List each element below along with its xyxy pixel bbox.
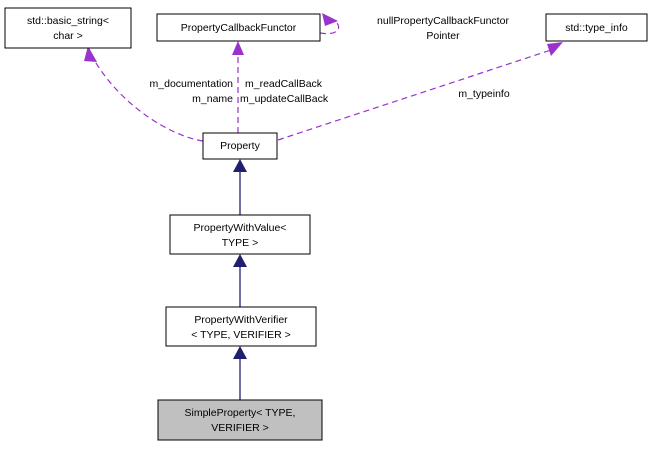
usage-arrowhead [232, 41, 244, 55]
inheritance-arrowhead [233, 346, 247, 359]
class-box[interactable] [169, 214, 311, 255]
class-label-line1: SimpleProperty< TYPE, [185, 407, 296, 419]
class-box[interactable] [545, 13, 648, 42]
class-label-line1: PropertyWithVerifier [194, 314, 288, 326]
class-box[interactable] [165, 306, 317, 347]
class-box[interactable] [156, 13, 321, 42]
usage-edge-line [277, 49, 552, 141]
class-label-line1: std::basic_string< [27, 15, 109, 27]
edge-property-to-callback-functor [232, 41, 244, 133]
class-node-property-with-verifier[interactable]: PropertyWithVerifier < TYPE, VERIFIER > [165, 306, 317, 347]
class-node-property-callback-functor[interactable]: PropertyCallbackFunctor [156, 13, 321, 42]
usage-edge-line [319, 21, 340, 35]
edge-property-to-basic-string [84, 46, 204, 142]
edge-inherit-simpleproperty-propertywithverifier [233, 346, 247, 400]
edge-label-m-readcallback: m_readCallBack [245, 78, 323, 90]
class-label-line2: char > [53, 30, 82, 42]
class-node-property-with-value[interactable]: PropertyWithValue< TYPE > [169, 214, 311, 255]
class-node-simple-property[interactable]: SimpleProperty< TYPE, VERIFIER > [157, 399, 323, 441]
inheritance-arrowhead [233, 159, 247, 172]
usage-arrowhead [84, 46, 97, 62]
edge-label-m-name: m_name [192, 93, 233, 105]
edge-label-m-documentation: m_documentation [150, 78, 234, 90]
class-label-line2: VERIFIER > [211, 422, 268, 434]
class-node-type-info[interactable]: std::type_info [545, 13, 648, 42]
usage-edge-line [92, 57, 204, 142]
class-node-basic-string[interactable]: std::basic_string< char > [4, 7, 132, 49]
edge-inherit-propertywithverifier-propertywithvalue [233, 254, 247, 307]
class-label-line2: < TYPE, VERIFIER > [191, 329, 291, 341]
edge-label-nullpointer-line1: nullPropertyCallbackFunctor [377, 15, 509, 27]
class-box[interactable] [4, 7, 132, 49]
usage-arrowhead [322, 13, 338, 26]
edge-property-to-type-info [277, 42, 563, 141]
edge-callback-functor-self-loop [319, 13, 340, 35]
class-box[interactable] [202, 132, 278, 160]
edge-label-m-updatecallback: m_updateCallBack [240, 93, 329, 105]
class-label-line1: PropertyWithValue< [194, 222, 287, 234]
class-node-property[interactable]: Property [202, 132, 278, 160]
usage-arrowhead [547, 42, 563, 56]
class-label-line2: TYPE > [222, 237, 258, 249]
class-label-line1: std::type_info [565, 22, 628, 34]
edge-label-nullpointer-line2: Pointer [426, 30, 460, 42]
class-label-line1: PropertyCallbackFunctor [181, 22, 297, 34]
edge-label-m-typeinfo: m_typeinfo [458, 88, 510, 100]
inheritance-arrowhead [233, 254, 247, 267]
class-label-line1: Property [220, 140, 260, 152]
class-box[interactable] [157, 399, 323, 441]
edge-inherit-propertywithvalue-property [233, 159, 247, 215]
